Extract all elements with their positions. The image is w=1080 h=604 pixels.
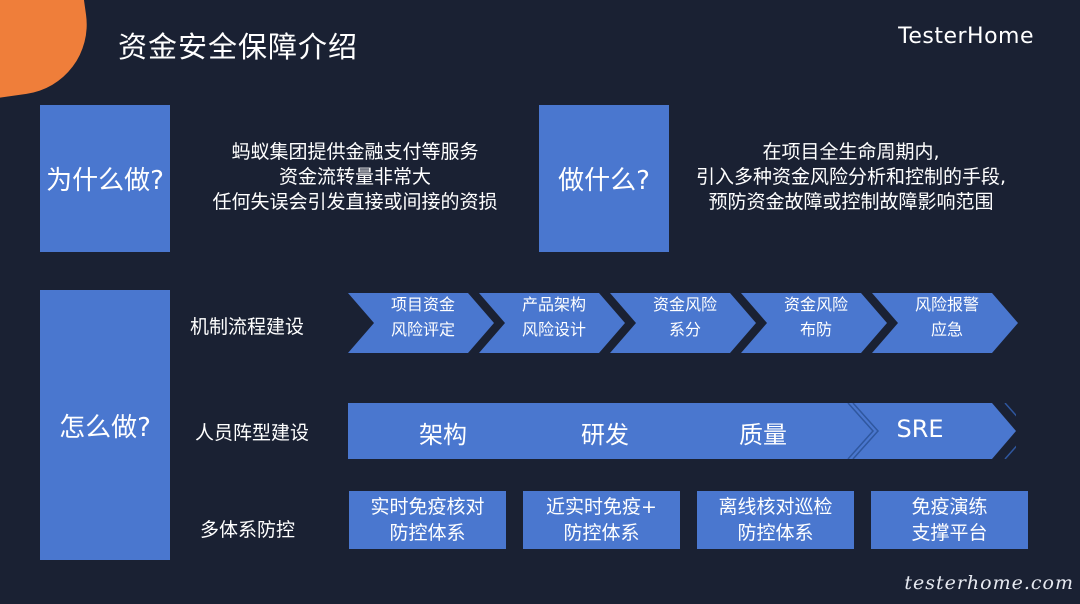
brand-logo: TesterHome bbox=[898, 24, 1034, 49]
mechanism-step-1: 项目资金风险评定 bbox=[390, 295, 455, 339]
how-box: 怎么做? bbox=[40, 290, 170, 560]
team-role-sre: SRE bbox=[896, 415, 944, 443]
what-description: 在项目全生命周期内, 引入多种资金风险分析和控制的手段, 预防资金故障或控制故障… bbox=[672, 140, 1030, 215]
mechanism-step-3: 资金风险系分 bbox=[652, 295, 717, 339]
team-band bbox=[348, 403, 1016, 459]
what-line: 引入多种资金风险分析和控制的手段, bbox=[695, 166, 1007, 188]
why-box: 为什么做? bbox=[40, 105, 170, 252]
why-line: 资金流转量非常大 bbox=[278, 166, 431, 188]
mechanism-label: 机制流程建设 bbox=[190, 316, 305, 338]
team-role-architecture: 架构 bbox=[419, 421, 467, 449]
corner-decoration bbox=[0, 0, 96, 105]
team-label: 人员阵型建设 bbox=[195, 422, 310, 444]
what-box: 做什么? bbox=[539, 105, 669, 252]
mechanism-chevron-4 bbox=[741, 293, 887, 353]
what-line: 在项目全生命周期内, bbox=[762, 141, 940, 163]
watermark-text: testerhome.com bbox=[904, 572, 1074, 594]
slide-title: 资金安全保障介绍 bbox=[118, 30, 359, 64]
defense-system-offline: 离线核对巡检防控体系 bbox=[697, 491, 854, 549]
team-role-quality: 质量 bbox=[739, 421, 787, 449]
mechanism-chevron-2 bbox=[479, 293, 625, 353]
why-label: 为什么做? bbox=[46, 166, 164, 196]
defense-system-near-realtime: 近实时免疫+防控体系 bbox=[523, 491, 680, 549]
why-line: 任何失误会引发直接或间接的资损 bbox=[212, 191, 498, 213]
team-role-development: 研发 bbox=[581, 421, 629, 449]
what-label: 做什么? bbox=[558, 166, 650, 196]
mechanism-step-2: 产品架构风险设计 bbox=[521, 295, 586, 339]
defense-system-realtime: 实时免疫核对防控体系 bbox=[349, 491, 506, 549]
why-description: 蚂蚁集团提供金融支付等服务 资金流转量非常大 任何失误会引发直接或间接的资损 bbox=[185, 140, 525, 215]
what-line: 预防资金故障或控制故障影响范围 bbox=[708, 191, 994, 213]
defense-system-drill-platform: 免疫演练支撑平台 bbox=[871, 491, 1028, 549]
mechanism-chevron-1 bbox=[348, 293, 494, 353]
mechanism-step-4: 资金风险布防 bbox=[783, 295, 848, 339]
mechanism-chevron-5 bbox=[872, 293, 1018, 353]
mechanism-step-5: 风险报警应急 bbox=[914, 295, 979, 339]
mechanism-chevron-3 bbox=[610, 293, 756, 353]
how-label: 怎么做? bbox=[59, 412, 151, 443]
defense-label: 多体系防控 bbox=[200, 519, 296, 541]
why-line: 蚂蚁集团提供金融支付等服务 bbox=[231, 141, 479, 163]
